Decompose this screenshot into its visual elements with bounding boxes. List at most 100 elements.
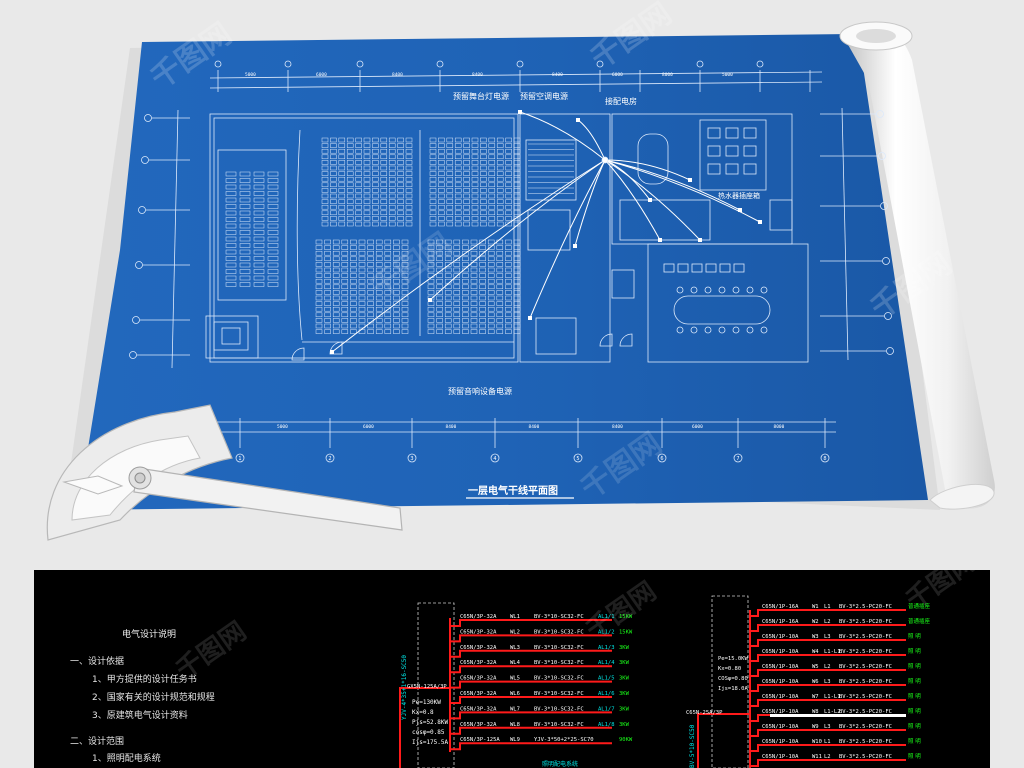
seat (488, 193, 496, 199)
circuit-breaker-left: C65N/3P-32A (460, 676, 497, 682)
circuit-phase-right: L3 (824, 724, 831, 730)
seat (267, 256, 279, 261)
seat (496, 329, 504, 334)
seat (380, 193, 388, 199)
seat (341, 262, 349, 267)
seat (505, 221, 512, 227)
circuit-breaker-left: C65N/3P-125A (460, 737, 500, 743)
seat (372, 154, 379, 160)
seat (239, 184, 251, 190)
seat (454, 165, 462, 171)
seat (355, 154, 362, 160)
seat (471, 143, 479, 148)
seat (341, 295, 349, 301)
circuit-breaker-right: C65N/1P-10A (762, 649, 799, 655)
seat (267, 197, 279, 203)
seat (405, 176, 413, 182)
seat (479, 306, 486, 312)
seat (393, 239, 400, 245)
seat (401, 295, 409, 301)
seat (338, 154, 346, 160)
seat (454, 221, 462, 227)
chair (718, 326, 726, 334)
seat (332, 290, 340, 295)
seat (480, 137, 487, 143)
seat (338, 221, 346, 227)
circuit-load-left: 3KW (619, 691, 630, 697)
seat (446, 171, 454, 176)
seat (239, 275, 251, 281)
seat (513, 210, 521, 216)
door-swing (619, 333, 633, 347)
seat (330, 221, 337, 227)
circuit-use-right: 普通插座 (908, 602, 931, 610)
seat (253, 217, 265, 222)
seat (332, 301, 340, 306)
seat (438, 188, 445, 193)
seat (513, 278, 521, 284)
building-wall-main (209, 113, 519, 363)
seat (239, 171, 251, 177)
seat (315, 318, 323, 323)
seat (239, 197, 251, 203)
circuit-id-right: W5 (812, 664, 819, 670)
seat (505, 165, 512, 171)
seat (470, 312, 478, 318)
seat (471, 165, 479, 171)
seat (253, 191, 265, 196)
seat (453, 273, 461, 278)
chair (690, 326, 698, 334)
seat (321, 171, 329, 176)
seat (444, 245, 452, 250)
seat (487, 323, 495, 329)
dim-text-bottom: 6000 (692, 424, 703, 430)
seat (454, 188, 462, 193)
seat (401, 273, 409, 278)
circuit-phase-left: AL1/1 (598, 614, 615, 620)
seat (487, 290, 495, 295)
dim-text-top: 5000 (245, 72, 256, 78)
seat (324, 267, 331, 273)
seat (372, 199, 379, 204)
seat (513, 312, 521, 318)
seat (355, 216, 362, 221)
seat (355, 176, 362, 182)
seat (444, 267, 452, 273)
seat (330, 160, 337, 165)
seat (463, 160, 470, 165)
axis-bubble-left (132, 316, 140, 324)
seat (346, 137, 354, 143)
seat (355, 143, 362, 148)
seat (453, 239, 461, 245)
axis-bubble-top (516, 60, 524, 68)
incoming-breaker-left: GX5N-125A/3P (407, 684, 447, 690)
seat (375, 284, 383, 290)
circuit-line-right (750, 609, 906, 617)
circuit-load-left: 90KW (619, 737, 633, 743)
seat (454, 148, 462, 154)
seat (487, 250, 495, 256)
seat (358, 284, 366, 290)
seat (505, 312, 512, 318)
seat (479, 284, 486, 290)
seat (355, 188, 362, 193)
seat (239, 262, 251, 268)
dim-text-bottom: 5000 (277, 424, 288, 430)
seat (367, 329, 374, 334)
seat (388, 171, 396, 176)
power-box (648, 198, 652, 202)
seat (253, 210, 265, 216)
seat (488, 204, 496, 210)
circuit-id-left: WL7 (510, 706, 520, 712)
seat (338, 176, 346, 182)
seat (384, 290, 392, 295)
desk (743, 163, 757, 175)
seat (436, 245, 443, 250)
seat (393, 318, 400, 323)
seat (513, 143, 521, 148)
seat (405, 210, 413, 216)
power-box (573, 244, 577, 248)
circuit-use-right: 照 明 (908, 678, 921, 685)
